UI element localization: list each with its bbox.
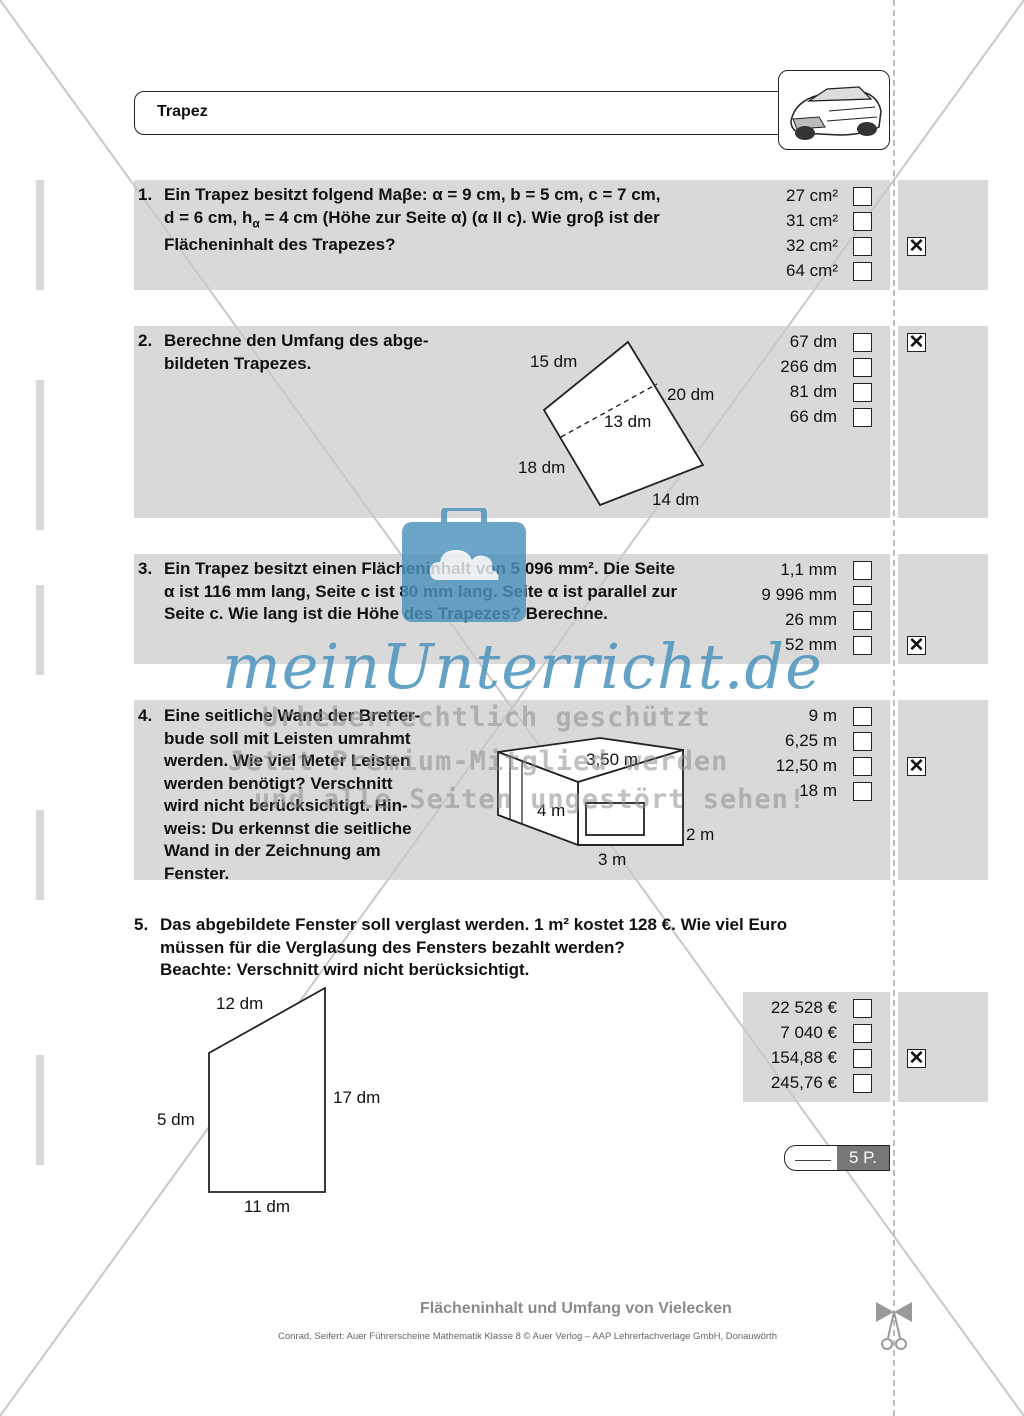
figure-label: 15 dm xyxy=(530,352,578,371)
option-checkbox[interactable] xyxy=(853,1024,872,1043)
option-checkbox[interactable] xyxy=(853,1049,872,1068)
car-icon xyxy=(790,86,882,140)
option-label: 245,76 € xyxy=(770,1073,837,1092)
exercise-1-text: 1. Ein Trapez besitzt folgend Maβe: α = … xyxy=(138,185,661,255)
solution-mark: ✕ xyxy=(907,756,926,777)
option-label: 66 dm xyxy=(789,407,837,426)
option-checkbox[interactable] xyxy=(853,1074,872,1093)
option-label: 31 cm² xyxy=(786,211,838,230)
score-label: 5 P. xyxy=(837,1146,889,1170)
option-checkbox[interactable] xyxy=(853,561,872,580)
option-checkbox[interactable] xyxy=(853,237,872,256)
option-checkbox[interactable] xyxy=(853,262,872,281)
option-label: 7 040 € xyxy=(780,1023,837,1042)
option-label: 9 996 mm xyxy=(761,585,837,604)
option-checkbox[interactable] xyxy=(853,586,872,605)
option-label: 266 dm xyxy=(780,357,837,376)
option-label: 22 528 € xyxy=(770,998,837,1017)
option-checkbox[interactable] xyxy=(853,187,872,206)
option-checkbox[interactable] xyxy=(853,333,872,352)
option-label: 81 dm xyxy=(789,382,837,401)
option-checkbox[interactable] xyxy=(853,757,872,776)
figure-label: 5 dm xyxy=(157,1110,195,1129)
watermark-logo: meinUnterricht.de xyxy=(222,630,823,703)
option-label: 64 cm² xyxy=(786,261,838,280)
option-checkbox[interactable] xyxy=(853,782,872,801)
option-label: 27 cm² xyxy=(786,186,838,205)
option-checkbox[interactable] xyxy=(853,358,872,377)
option-checkbox[interactable] xyxy=(853,408,872,427)
figure-label: 2 m xyxy=(686,825,715,844)
figure-label: 11 dm xyxy=(244,1197,290,1216)
option-checkbox[interactable] xyxy=(853,212,872,231)
watermark-text: Jetzt Premium-Mitglied werden xyxy=(228,746,729,777)
option-label: 154,88 € xyxy=(770,1048,837,1067)
header-bar: Trapez xyxy=(134,91,795,135)
option-checkbox[interactable] xyxy=(853,636,872,655)
option-checkbox[interactable] xyxy=(853,732,872,751)
solution-mark: ✕ xyxy=(907,332,926,353)
figure-label: 18 dm xyxy=(518,458,566,477)
figure-label: 12 dm xyxy=(216,994,264,1013)
figure-label: 13 dm xyxy=(604,412,652,431)
scissors-icon xyxy=(876,1302,912,1350)
figure-label: 17 dm xyxy=(333,1088,381,1107)
option-checkbox[interactable] xyxy=(853,611,872,630)
option-label: 9 m xyxy=(808,706,837,725)
option-label: 67 dm xyxy=(789,332,837,351)
option-checkbox[interactable] xyxy=(853,999,872,1018)
watermark-text: und alle Seiten ungestört sehen! xyxy=(254,784,807,815)
option-checkbox[interactable] xyxy=(853,707,872,726)
solution-mark: ✕ xyxy=(907,635,926,656)
page-title: Trapez xyxy=(157,103,208,120)
solution-mark: ✕ xyxy=(907,1048,926,1069)
option-checkbox[interactable] xyxy=(853,383,872,402)
score-box: 5 P. xyxy=(784,1145,890,1171)
figure-label: 14 dm xyxy=(652,490,700,509)
option-label: 26 mm xyxy=(785,610,837,629)
option-label: 1,1 mm xyxy=(780,560,837,579)
exercise-2-text: 2. Berechne den Umfang des abge- bildete… xyxy=(138,331,429,373)
briefcase-cloud-icon xyxy=(402,508,526,622)
option-label: 32 cm² xyxy=(786,236,838,255)
score-blank[interactable] xyxy=(795,1160,831,1161)
solution-mark: ✕ xyxy=(907,236,926,257)
car-illustration xyxy=(778,70,890,150)
exercise-5-text: 5. Das abgebildete Fenster soll verglast… xyxy=(134,915,788,979)
figure-label: 3 m xyxy=(598,850,627,869)
watermark-text: Urheberrechtlich geschützt xyxy=(262,702,711,733)
